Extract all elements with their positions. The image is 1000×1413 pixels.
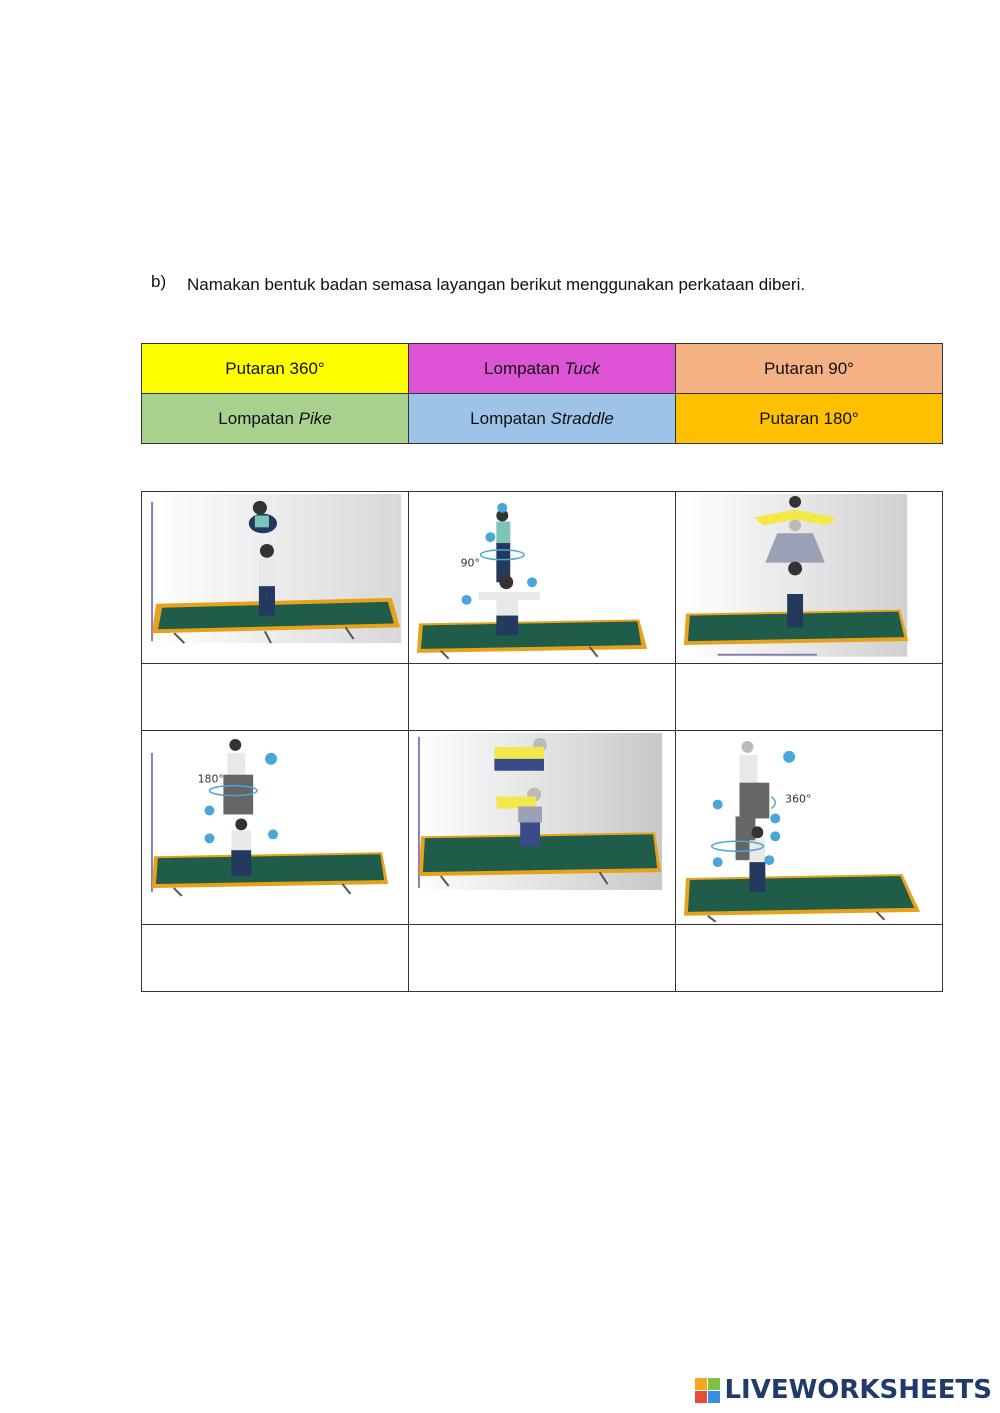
trampoline-pike-image — [411, 732, 673, 922]
word-lompatan-tuck: Lompatan Tuck — [408, 343, 676, 394]
word-lompatan-straddle: Lompatan Straddle — [408, 393, 676, 444]
figure-cell-6: 360° — [675, 729, 943, 925]
figure-cell-1 — [141, 491, 409, 664]
question-text: Namakan bentuk badan semasa layangan ber… — [187, 275, 806, 294]
answer-box-6[interactable] — [675, 923, 943, 993]
answer-box-1[interactable] — [141, 662, 409, 731]
angle-360-label: 360° — [785, 792, 811, 805]
word-lompatan-pike: Lompatan Pike — [141, 393, 409, 444]
figure-cell-5 — [408, 729, 676, 925]
question-label: b) — [151, 272, 167, 291]
word-putaran-180: Putaran 180° — [675, 393, 943, 444]
figure-cell-4: 180° — [141, 729, 409, 925]
trampoline-straddle-image — [678, 494, 940, 661]
word-putaran-90: Putaran 90° — [675, 343, 943, 394]
brand-name: LIVEWORKSHEETS — [724, 1375, 992, 1405]
trampoline-360-turn-image: 360° — [678, 733, 940, 922]
word-bank-table: Putaran 360° Lompatan Tuck Putaran 90° L… — [141, 343, 943, 444]
figure-cell-2: 90° — [408, 491, 676, 664]
liveworksheets-logo-icon — [695, 1377, 721, 1403]
trampoline-180-turn-image: 180° — [144, 733, 406, 922]
figure-cell-3 — [675, 491, 943, 664]
answer-box-3[interactable] — [675, 662, 943, 731]
angle-90-label: 90° — [461, 557, 480, 570]
trampoline-tuck-jump-image — [144, 494, 406, 661]
liveworksheets-footer: LIVEWORKSHEETS — [695, 1375, 992, 1405]
angle-180-label: 180° — [198, 773, 224, 786]
word-putaran-360: Putaran 360° — [141, 343, 409, 394]
trampoline-90-turn-image: 90° — [411, 494, 673, 661]
answer-box-5[interactable] — [408, 923, 676, 993]
answer-box-2[interactable] — [408, 662, 676, 731]
figures-table: 90° — [141, 491, 943, 993]
answer-box-4[interactable] — [141, 923, 409, 993]
